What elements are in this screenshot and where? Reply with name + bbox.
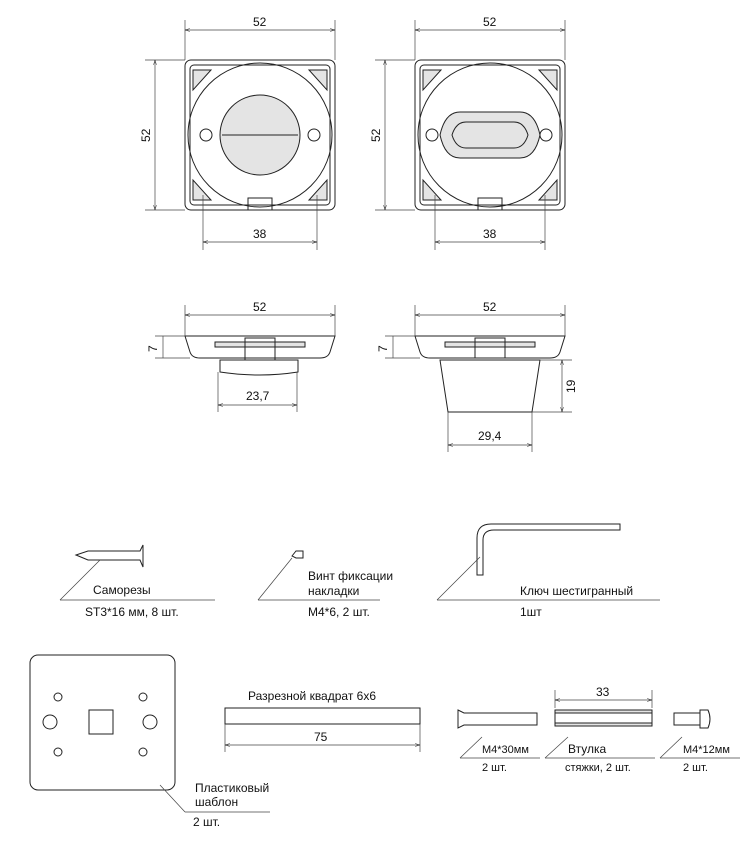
dim-cone-height: 19 bbox=[564, 379, 578, 393]
part-spec: 2 шт. bbox=[482, 762, 507, 774]
part-square-bar: Разрезной квадрат 6x6 75 bbox=[224, 689, 421, 752]
dim-height: 52 bbox=[369, 128, 383, 142]
part-spec: ST3*16 мм, 8 шт. bbox=[85, 605, 179, 619]
part-name: Втулка bbox=[568, 742, 606, 756]
dim-height: 7 bbox=[376, 345, 390, 352]
part-hex-key: Ключ шестигранный 1шт bbox=[436, 523, 660, 619]
part-bolt-12: M4*12мм 2 шт. bbox=[659, 709, 740, 774]
part-bolt-30: M4*30мм 2 шт. bbox=[457, 709, 540, 774]
part-spec: 2 шт. bbox=[683, 762, 708, 774]
part-spec: стяжки, 2 шт. bbox=[565, 762, 631, 774]
dim-width: 52 bbox=[483, 300, 497, 314]
dim-height: 52 bbox=[139, 128, 153, 142]
part-screws: Саморезы ST3*16 мм, 8 шт. bbox=[59, 544, 215, 619]
part-spec: M4*6, 2 шт. bbox=[308, 605, 370, 619]
part-template: Пластиковый шаблон 2 шт. bbox=[29, 654, 270, 829]
part-name: M4*12мм bbox=[683, 744, 730, 756]
dim-base: 38 bbox=[253, 227, 267, 241]
part-name: Винт фиксации bbox=[308, 569, 393, 583]
part-name: Ключ шестигранный bbox=[520, 584, 633, 598]
dim-base: 38 bbox=[483, 227, 497, 241]
part-name: накладки bbox=[308, 584, 359, 598]
dim-cone-width: 29,4 bbox=[478, 429, 502, 443]
part-name: M4*30мм bbox=[482, 744, 529, 756]
side-view-handle: 52 7 19 29,4 bbox=[376, 300, 578, 452]
part-fix-screw: Винт фиксации накладки M4*6, 2 шт. bbox=[257, 550, 393, 619]
dim-width: 52 bbox=[253, 15, 267, 29]
part-name: Саморезы bbox=[93, 583, 151, 597]
dim-width: 52 bbox=[253, 300, 267, 314]
dim-length: 75 bbox=[314, 730, 328, 744]
part-sleeve: 33 Втулка стяжки, 2 шт. bbox=[544, 685, 655, 774]
part-name: Пластиковый bbox=[195, 781, 269, 795]
dim-length: 33 bbox=[596, 685, 610, 699]
part-name: шаблон bbox=[195, 795, 238, 809]
part-spec: 1шт bbox=[520, 605, 542, 619]
side-view-round: 52 7 23,7 bbox=[146, 300, 336, 412]
dim-knob: 23,7 bbox=[246, 389, 270, 403]
dim-width: 52 bbox=[483, 15, 497, 29]
front-view-handle: 52 52 38 bbox=[369, 15, 566, 250]
part-spec: 2 шт. bbox=[193, 815, 220, 829]
dim-height: 7 bbox=[146, 345, 160, 352]
front-view-round: 52 52 38 bbox=[139, 15, 336, 250]
part-name: Разрезной квадрат 6x6 bbox=[248, 689, 376, 703]
